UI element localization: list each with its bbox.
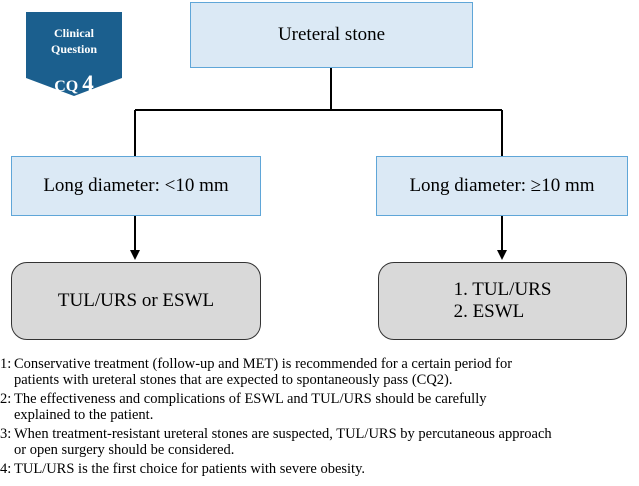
footnote-4: 4: TUL/URS is the first choice for patie… <box>0 461 639 477</box>
flowchart-connectors <box>130 68 507 260</box>
footnote-line: or open surgery should be considered. <box>14 442 235 458</box>
outcome-item: TUL/URS or ESWL <box>57 290 215 311</box>
footnote-number: 3: <box>0 426 12 442</box>
footnote-1: 1: Conservative treatment (follow-up and… <box>0 356 639 388</box>
outcome-list-right: 1. TUL/URS 2. ESWL <box>454 279 552 323</box>
footnotes: 1: Conservative treatment (follow-up and… <box>0 356 639 480</box>
badge-cq-number: 4 <box>82 71 94 96</box>
footnote-2: 2: The effectiveness and complications o… <box>0 391 639 423</box>
footnote-line: explained to the patient. <box>14 407 154 423</box>
badge-shape <box>26 12 122 96</box>
footnote-line: patients with ureteral stones that are e… <box>14 372 453 388</box>
badge-line-question: Question <box>50 42 97 56</box>
footnote-number: 4: <box>0 461 12 477</box>
footnote-number: 1: <box>0 356 12 372</box>
outcome-item: 1. TUL/URS <box>453 279 552 300</box>
badge-cq-prefix: CQ <box>54 78 79 95</box>
condition-box-10mm-or-more: Long diameter: ≥10 mm <box>376 156 628 216</box>
badge-line-clinical: Clinical <box>53 26 94 40</box>
condition-label-left: Long diameter: <10 mm <box>43 175 229 196</box>
outcome-item: 2. ESWL <box>453 301 525 322</box>
footnote-line: When treatment-resistant ureteral stones… <box>14 426 552 442</box>
root-box-label: Ureteral stone <box>277 24 386 45</box>
footnote-3: 3: When treatment-resistant ureteral sto… <box>0 426 639 458</box>
outcome-box-left: TUL/URS or ESWL <box>11 262 261 340</box>
condition-box-under-10mm: Long diameter: <10 mm <box>11 156 261 216</box>
footnote-number: 2: <box>0 391 12 407</box>
outcome-list-left: TUL/URS or ESWL <box>58 290 214 312</box>
footnote-line: Conservative treatment (follow-up and ME… <box>14 356 513 372</box>
footnote-line: TUL/URS is the first choice for patients… <box>14 461 366 477</box>
root-box-ureteral-stone: Ureteral stone <box>190 2 473 68</box>
footnote-line: The effectiveness and complications of E… <box>14 391 487 407</box>
outcome-box-right: 1. TUL/URS 2. ESWL <box>378 262 627 340</box>
condition-label-right: Long diameter: ≥10 mm <box>409 175 595 196</box>
